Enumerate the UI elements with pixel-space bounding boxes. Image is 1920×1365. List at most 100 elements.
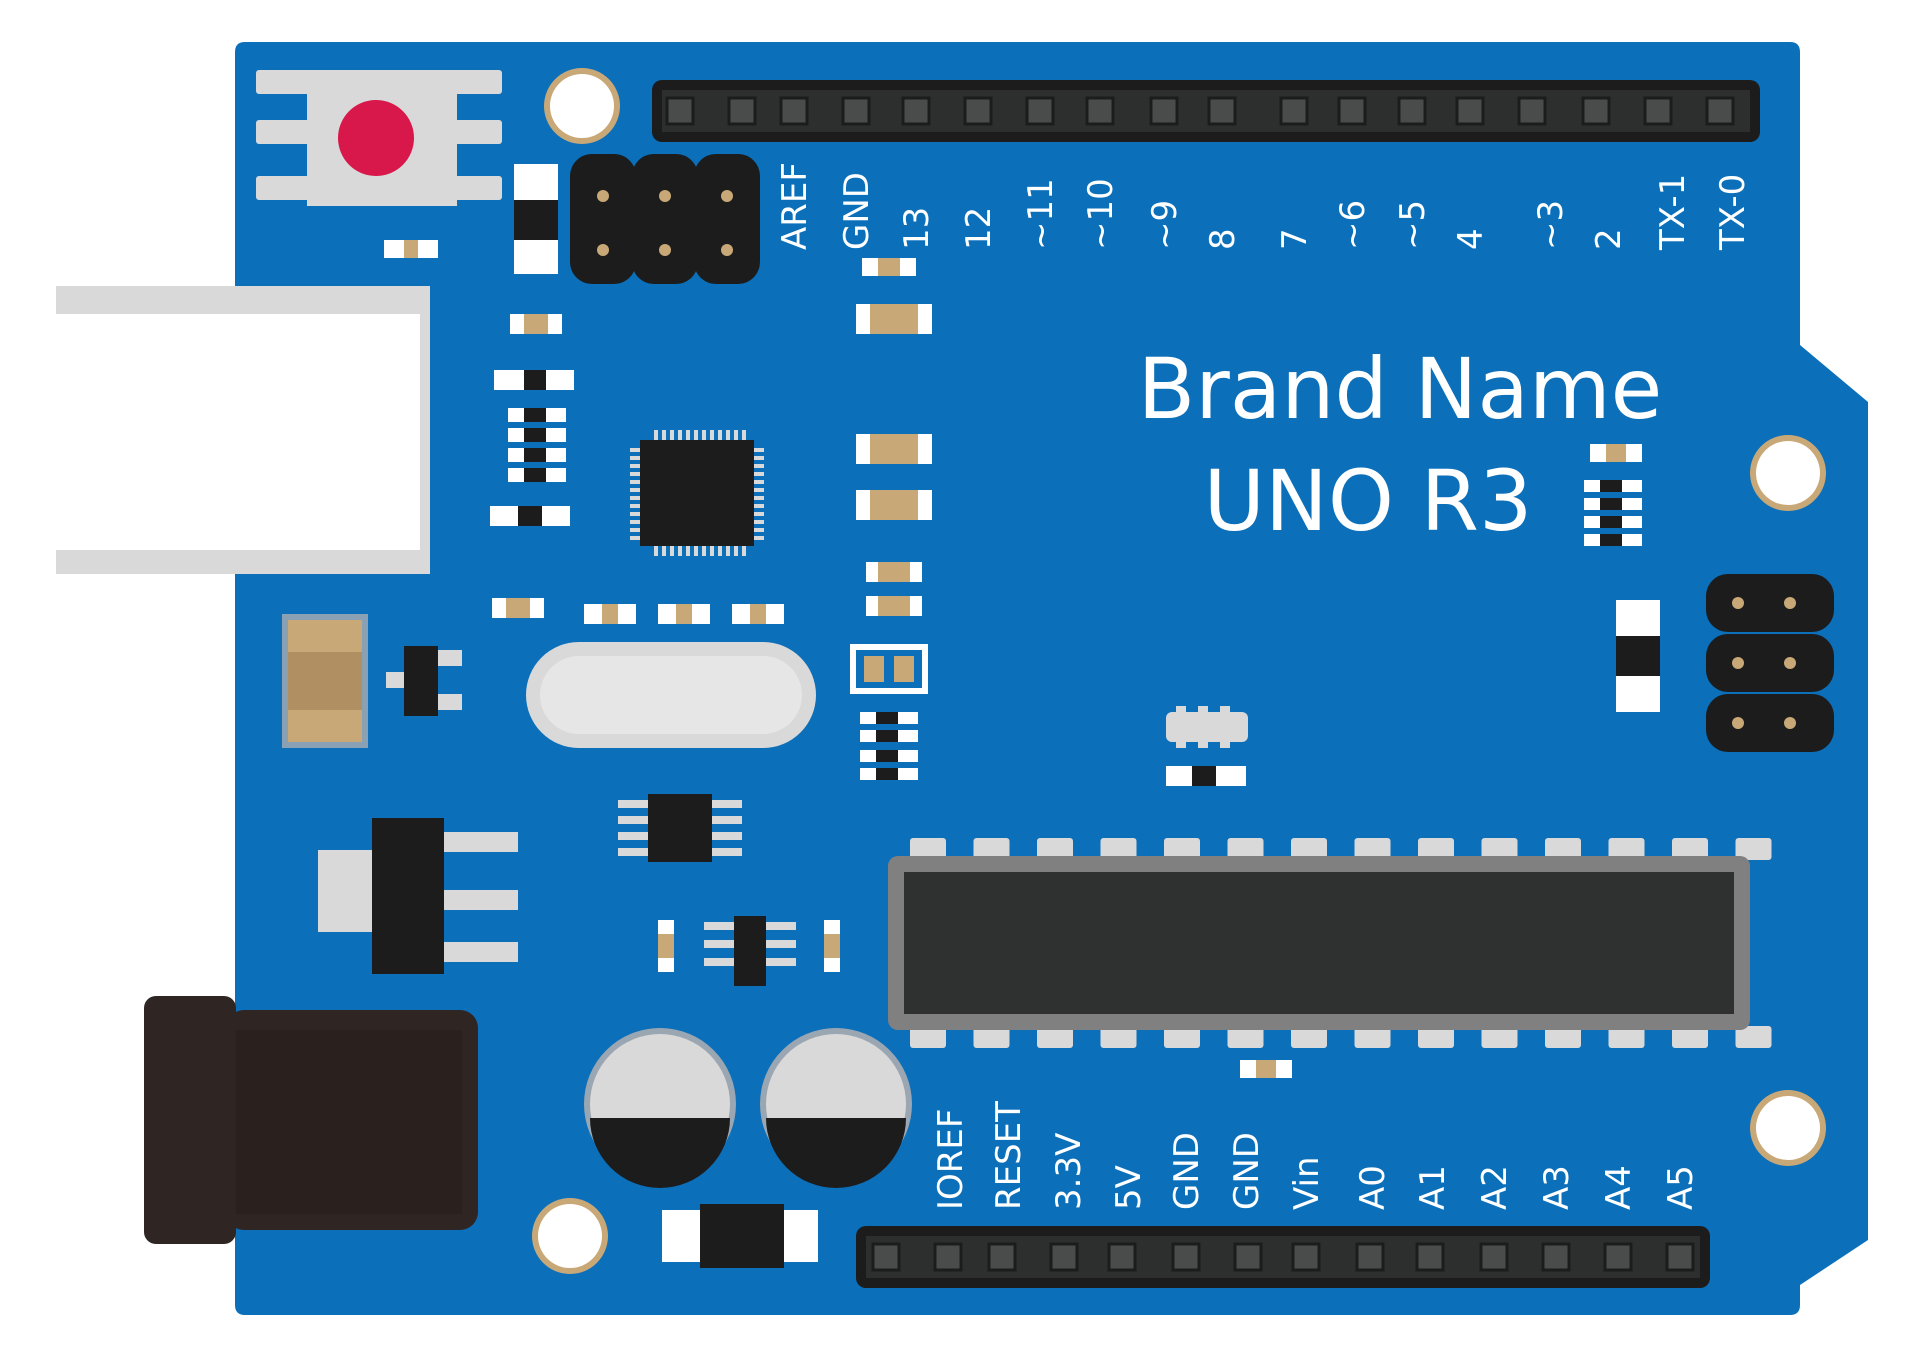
reset-button (256, 70, 502, 206)
chip-pin (1735, 838, 1772, 860)
right-resistor-array (1584, 480, 1642, 546)
chip-pin (1037, 1026, 1073, 1048)
header-pin-socket (1415, 1242, 1445, 1272)
header-pin-socket (1603, 1242, 1633, 1272)
transistor-small (386, 646, 462, 716)
digital-pin-label: ~5 (1393, 200, 1433, 250)
icsp-header-top (570, 154, 760, 284)
brand-name-text: Brand Name (1138, 340, 1663, 438)
analog-pin-label: A1 (1413, 1165, 1453, 1210)
digital-pin-label: 8 (1203, 228, 1243, 250)
header-pin-socket (1291, 1242, 1321, 1272)
header-pin-socket (987, 1242, 1017, 1272)
chip-pin (1735, 1026, 1772, 1048)
header-pin-socket (1207, 96, 1237, 126)
power-pin-label: GND (1167, 1132, 1207, 1210)
chip-pin (1100, 1026, 1137, 1048)
smd-led (850, 644, 928, 694)
header-pin-socket (1049, 1242, 1079, 1272)
chip-pin (973, 838, 1010, 860)
usb-connector (56, 286, 430, 574)
chip-pin (1608, 838, 1645, 860)
digital-pin-label: ~9 (1145, 200, 1185, 250)
chip-pin (1354, 1026, 1391, 1048)
chip-pin (1545, 838, 1581, 860)
header-pin-socket (1355, 1242, 1385, 1272)
digital-pin-label: ~3 (1531, 200, 1571, 250)
analog-pin-label: A4 (1599, 1165, 1639, 1210)
chip-pin (1418, 838, 1454, 860)
atmega328-microcontroller (888, 838, 1772, 1048)
resistor-array-left (490, 370, 574, 526)
digital-pin-header (652, 80, 1760, 142)
chip-pin (1291, 838, 1327, 860)
analog-pin-label: A5 (1661, 1165, 1701, 1210)
chip-pin (1545, 1026, 1581, 1048)
mounting-holes (532, 68, 1826, 1274)
chip-pin (910, 838, 946, 860)
chip-pin (1481, 838, 1518, 860)
header-pin-socket (1581, 96, 1611, 126)
right-diode (1616, 600, 1660, 712)
chip-pin (1100, 838, 1137, 860)
ldo-regulator (658, 916, 840, 986)
icsp-header-right (1706, 574, 1834, 752)
chip-pin (1037, 838, 1073, 860)
power-pin-label: 3.3V (1049, 1133, 1089, 1210)
header-pin-socket (727, 96, 757, 126)
chip-pin (1227, 838, 1264, 860)
header-pin-socket (1279, 96, 1309, 126)
digital-pin-label: AREF (775, 162, 815, 250)
header-pin-socket (871, 1242, 901, 1272)
electrolytic-capacitor (584, 1028, 736, 1188)
polyfuse (282, 614, 368, 748)
header-pin-socket (841, 96, 871, 126)
digital-pin-label: 12 (959, 207, 999, 250)
header-pin-socket (665, 96, 695, 126)
digital-pin-label: TX-1 (1653, 174, 1693, 251)
smd-diode-bottom (662, 1204, 818, 1268)
resistor-array-middle (860, 712, 918, 780)
power-analog-pin-header (856, 1226, 1710, 1288)
digital-pin-label: ~6 (1333, 200, 1373, 250)
header-pin-socket (779, 96, 809, 126)
header-pin-socket (1025, 96, 1055, 126)
chip-pin (1672, 838, 1708, 860)
power-pin-label: Vin (1287, 1156, 1327, 1210)
chip-pin (1164, 838, 1200, 860)
header-pin-socket (1455, 96, 1485, 126)
model-name-text: UNO R3 (1204, 452, 1533, 550)
chip-pin (1164, 1026, 1200, 1048)
chip-pin (1227, 1026, 1264, 1048)
digital-pin-label: GND (837, 172, 877, 250)
reset-button-cap (338, 100, 414, 176)
header-pin-socket (1705, 96, 1735, 126)
digital-pin-label: 13 (897, 207, 937, 250)
capacitors (584, 1028, 912, 1188)
header-pin-socket (1233, 1242, 1263, 1272)
smd-diode (514, 164, 558, 274)
power-pin-label: 5V (1109, 1165, 1149, 1210)
chip-pin (973, 1026, 1010, 1048)
analog-pin-label: A2 (1475, 1165, 1515, 1210)
dc-power-jack (144, 996, 478, 1244)
digital-pin-label: 4 (1451, 228, 1491, 250)
header-pin-socket (1665, 1242, 1695, 1272)
header-pin-socket (1643, 96, 1673, 126)
chip-pin (1672, 1026, 1708, 1048)
power-pin-label: RESET (989, 1101, 1029, 1210)
header-pin-socket (1085, 96, 1115, 126)
digital-pin-label: ~11 (1021, 178, 1061, 250)
analog-pin-label: A3 (1537, 1165, 1577, 1210)
header-pin-socket (1517, 96, 1547, 126)
chip-pin (910, 1026, 946, 1048)
smd-components (384, 240, 1642, 1078)
power-pin-label: IOREF (931, 1109, 971, 1210)
header-pin-socket (1541, 1242, 1571, 1272)
header-pin-socket (1337, 96, 1367, 126)
op-amp-chip (618, 794, 742, 862)
